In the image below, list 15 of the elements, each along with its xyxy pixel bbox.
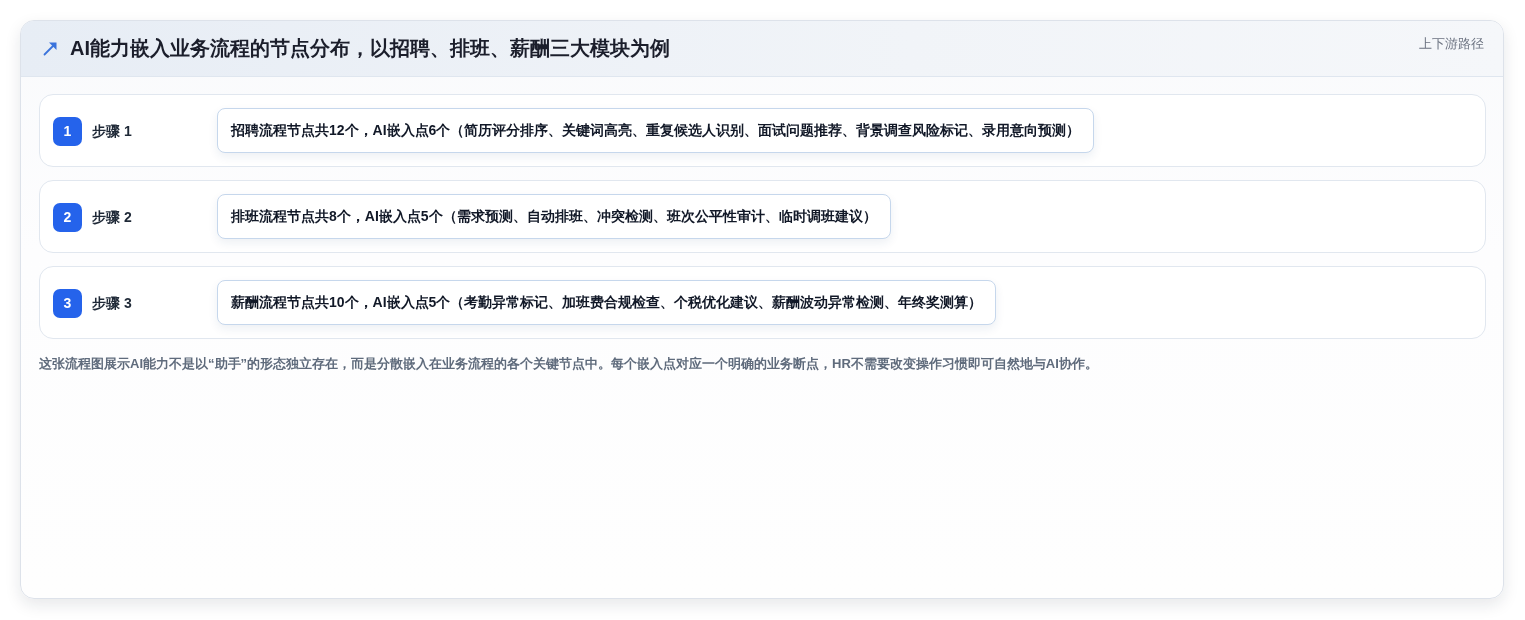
label: 上下游路径 [1419,35,1484,53]
title: AI能力嵌入业务流程的节点分布，以招聘、排班、薪酬三大模块为例 [70,36,670,61]
step-number-badge: 1 [53,117,82,146]
description-box: 招聘流程节点共12个，AI嵌入点6个（简历评分排序、关键词高亮、重复候选人识别、面试问题推荐、背景调查风险标记、录用意向预测） [217,108,1095,153]
step-number-badge: 3 [53,289,82,318]
step-row [39,180,1486,253]
description-box: 薪酬流程节点共10个，AI嵌入点5个（考勤异常标记、加班费合规检查、个税优化建议、薪酬波动异常检测、年终奖测算） [217,280,997,325]
step-row [39,94,1486,167]
description-box: 排班流程节点共8个，AI嵌入点5个（需求预测、自动排班、冲突检测、班次公平性审计、临时调班建议） [217,194,891,239]
caption: 这张流程图展示AI能力不是以“助手”的形态独立存在，而是分散嵌入在业务流程的各个关键节点中。每个嵌入点对应一个明确的业务断点，HR不需要改变操作习惯即可自然地与AI协作。 [39,356,1098,372]
step-number-badge: 2 [53,203,82,232]
step-row [39,266,1486,339]
step-label: 步骤 2 [92,208,132,226]
step-label: 步骤 3 [92,294,132,312]
step-label: 步骤 1 [92,122,132,140]
